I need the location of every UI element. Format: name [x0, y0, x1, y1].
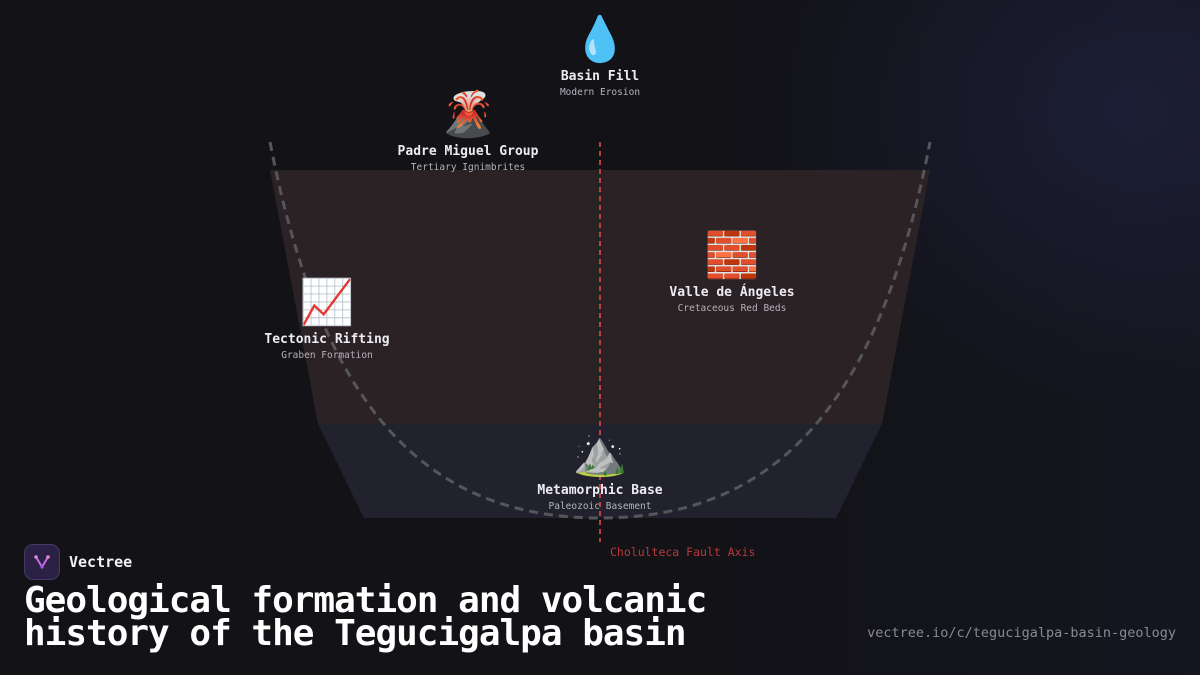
- chart-increasing-icon: 📈: [299, 277, 355, 328]
- page-title: Geological formation and volcanic histor…: [24, 580, 707, 654]
- brand[interactable]: Vectree: [24, 544, 132, 580]
- bricks-icon: 🧱: [704, 230, 760, 281]
- node-title: Basin Fill: [560, 69, 640, 84]
- node-title: Valle de Ángeles: [669, 285, 795, 300]
- node-title: Metamorphic Base: [537, 483, 663, 498]
- vectree-logo-icon: [24, 544, 60, 580]
- node-subtitle: Graben Formation: [281, 350, 373, 361]
- node-subtitle: Modern Erosion: [559, 87, 641, 98]
- node-tectonic-rifting: 📈 Tectonic Rifting Graben Formation: [264, 277, 390, 362]
- node-title: Tectonic Rifting: [264, 332, 390, 347]
- node-subtitle: Paleozoic Basement: [548, 501, 652, 512]
- page-url[interactable]: vectree.io/c/tegucigalpa-basin-geology: [867, 625, 1176, 641]
- node-subtitle: Cretaceous Red Beds: [677, 303, 787, 314]
- brand-name: Vectree: [69, 553, 133, 571]
- mountain-icon: ⛰️: [572, 428, 628, 479]
- node-title: Padre Miguel Group: [397, 144, 539, 159]
- node-valle-de-angeles: 🧱 Valle de Ángeles Cretaceous Red Beds: [669, 230, 795, 315]
- node-metamorphic-base: ⛰️ Metamorphic Base Paleozoic Basement: [537, 428, 663, 513]
- node-basin-fill: 💧 Basin Fill Modern Erosion: [559, 14, 641, 99]
- basin-curve: [268, 141, 932, 520]
- droplet-icon: 💧: [572, 14, 628, 65]
- volcano-icon: 🌋: [440, 89, 496, 140]
- node-subtitle: Tertiary Ignimbrites: [410, 162, 526, 173]
- fault-axis-label: Cholulteca Fault Axis: [610, 545, 756, 559]
- node-padre-miguel-group: 🌋 Padre Miguel Group Tertiary Ignimbrite…: [397, 89, 539, 174]
